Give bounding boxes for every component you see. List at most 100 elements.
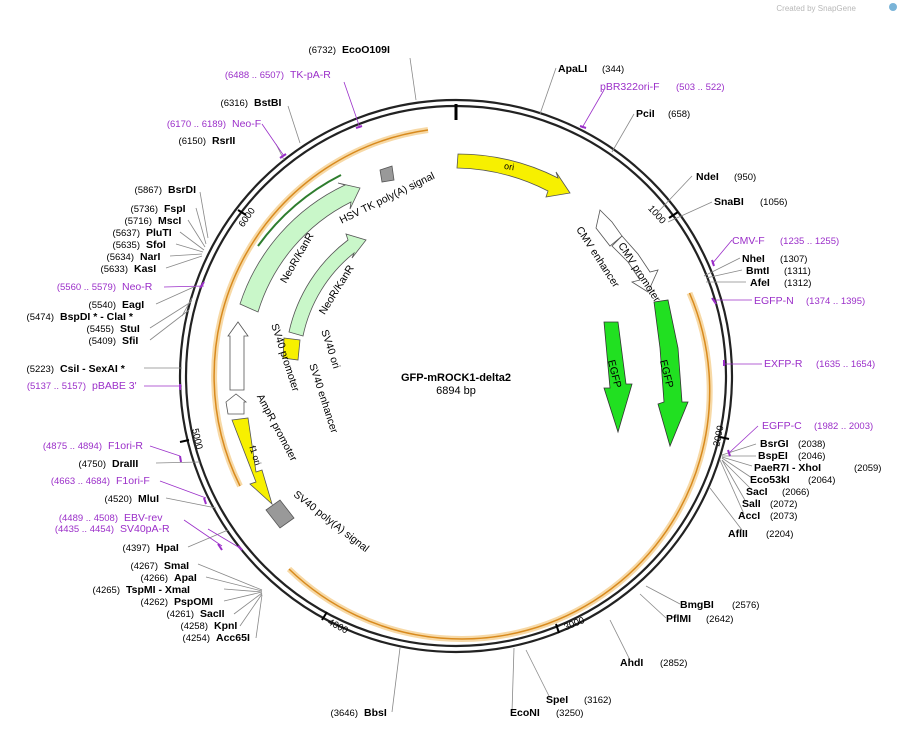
enzyme-pos: (3250) (556, 708, 583, 719)
enzyme-pos: (6732) (309, 45, 336, 56)
primer-range: (1635 .. 1654) (816, 359, 875, 370)
primer-range: (4875 .. 4894) (43, 441, 102, 452)
ruler-2000-mark (719, 436, 730, 440)
enzyme-pos: (4258) (181, 621, 208, 632)
snapgene-logo-icon (889, 3, 897, 11)
ruler-5000-mark (179, 439, 190, 443)
ruler-4000-mark (321, 611, 328, 621)
enzyme-pos: (4267) (131, 561, 158, 572)
credit-text: Created by SnapGene (776, 4, 856, 13)
enzyme-pos: (1311) (784, 266, 811, 277)
enzyme-pos: (5736) (131, 204, 158, 215)
enzyme-label: SfoI (146, 239, 166, 251)
enzyme-pos: (2038) (798, 439, 825, 450)
enzyme-label: EcoNI (510, 707, 540, 719)
enzyme-pos: (2072) (770, 499, 797, 510)
ruler-1000-mark (668, 211, 679, 219)
ruler-1000-label: 1000 (645, 203, 667, 226)
enzyme-label: PciI (636, 108, 655, 120)
cmv-promoter-feature (611, 235, 659, 293)
enzyme-label: PluTI (146, 227, 172, 239)
enzyme-leader-lines (144, 57, 757, 713)
primer-range: (5137 .. 5157) (27, 381, 86, 392)
plasmid-length: 6894 bp (436, 385, 476, 397)
primer-range: (1982 .. 2003) (814, 421, 873, 432)
primer-range: (503 .. 522) (676, 82, 725, 93)
ruler-4000-label: 4000 (326, 617, 350, 637)
ruler-5000-label: 5000 (189, 427, 204, 450)
enzyme-pos: (4266) (141, 573, 168, 584)
enzyme-pos: (3646) (331, 708, 358, 719)
enzyme-pos: (344) (602, 64, 624, 75)
enzyme-pos: (2064) (808, 475, 835, 486)
enzyme-label: PflMI (666, 613, 691, 625)
enzyme-label: SfiI (122, 335, 138, 347)
primer-range: (6488 .. 6507) (225, 70, 284, 81)
primer-range: (5560 .. 5579) (57, 282, 116, 293)
enzyme-label: SnaBI (714, 196, 744, 208)
enzyme-label: CsiI - SexAI * (60, 363, 126, 375)
primer-leader-lines (144, 81, 762, 549)
enzyme-pos: (4520) (105, 494, 132, 505)
enzyme-pos: (2059) (854, 463, 881, 474)
enzyme-label: StuI (120, 323, 140, 335)
sv40-polya-feature (265, 499, 295, 529)
sv40-ori-label: SV40 ori (318, 328, 342, 370)
enzyme-label: FspI (164, 203, 186, 215)
enzyme-pos: (1307) (780, 254, 807, 265)
enzyme-label: BmgBI (680, 599, 714, 611)
primer-marks (179, 125, 731, 551)
enzyme-label: Acc65I (216, 632, 250, 644)
enzyme-label: NheI (742, 253, 765, 265)
enzyme-pos: (5867) (135, 185, 162, 196)
plasmid-name: GFP-mROCK1-delta2 (401, 372, 511, 384)
green-orf-line (257, 174, 342, 247)
primer-label: F1ori-R (108, 440, 143, 452)
backbone-outer-strand (178, 98, 734, 654)
enzyme-pos: (4750) (79, 459, 106, 470)
primer-label: TK-pA-R (290, 69, 331, 81)
enzyme-pos: (1056) (760, 197, 787, 208)
ori-label: ori (504, 161, 515, 172)
enzyme-label: EagI (122, 299, 144, 311)
orange-orf-large-halo (286, 291, 713, 642)
enzyme-label: RsrII (212, 135, 235, 147)
enzyme-pos: (2046) (798, 451, 825, 462)
enzyme-label: NdeI (696, 171, 719, 183)
enzyme-label: BbsI (364, 707, 387, 719)
enzyme-pos: (2852) (660, 658, 687, 669)
primer-label: EBV-rev (124, 512, 163, 524)
ruler-6000-label: 6000 (237, 206, 258, 230)
ruler-2000-label: 2000 (711, 425, 726, 448)
ampr-promoter-feature (225, 393, 248, 415)
ampr-promoter-label: AmpR promoter (254, 392, 300, 464)
enzyme-pos: (6150) (179, 136, 206, 147)
enzyme-label: KpnI (214, 620, 237, 632)
egfp-outer-feature (653, 299, 689, 448)
enzyme-label: SacII (200, 608, 225, 620)
primer-label: pBABE 3' (92, 380, 137, 392)
enzyme-label: SacI (746, 486, 768, 498)
enzyme-pos: (2576) (732, 600, 759, 611)
primer-range: (4435 .. 4454) (55, 524, 114, 535)
f1-ori-feature (231, 417, 273, 506)
enzyme-label: ApaLI (558, 63, 587, 75)
enzyme-label: AccI (738, 510, 760, 522)
enzyme-pos: (5635) (113, 240, 140, 251)
enzyme-pos: (658) (668, 109, 690, 120)
primer-label: Neo-F (232, 118, 261, 130)
enzyme-pos: (5633) (101, 264, 128, 275)
enzyme-pos: (5455) (87, 324, 114, 335)
enzyme-pos: (5223) (27, 364, 54, 375)
enzyme-pos: (4265) (93, 585, 120, 596)
enzyme-label: BspEI (758, 450, 788, 462)
enzyme-pos: (2066) (782, 487, 809, 498)
ruler-3000-mark (555, 623, 560, 634)
enzyme-label: Eco53kI (750, 474, 790, 486)
enzyme-label: EcoO109I (342, 44, 390, 56)
enzyme-pos: (4261) (167, 609, 194, 620)
enzyme-label: TspMI - XmaI (126, 584, 190, 596)
primer-range: (4489 .. 4508) (59, 513, 118, 524)
primer-range: (1235 .. 1255) (780, 236, 839, 247)
